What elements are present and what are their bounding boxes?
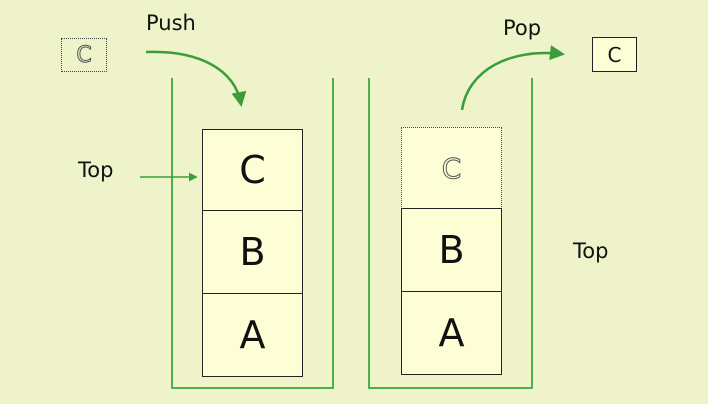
push-stack-container [171,78,334,389]
cell-letter: B [438,228,465,272]
push-arrow [145,50,247,107]
incoming-item-letter: C [76,42,92,68]
cell-letter: C [239,148,266,192]
pop-stack-container [368,78,533,389]
push-stack-cell: A [202,293,303,377]
cell-letter: A [239,313,266,357]
top-label-left: Top [78,158,114,182]
pop-arrow [460,45,565,111]
push-label: Push [146,11,196,35]
push-stack-cell: B [202,210,303,294]
push-stack-cell: C [202,129,303,211]
cell-letter: A [438,311,465,355]
pop-stack-cell: A [401,291,502,375]
incoming-item-box: C [61,38,107,72]
cell-letter: B [239,230,266,274]
pop-stack-ghost-cell: C [401,127,502,209]
pop-stack-cell: B [401,208,502,292]
ghost-cell-letter: C [441,151,462,185]
removed-item-box: C [592,37,637,72]
pop-label: Pop [503,16,542,40]
top-label-right: Top [573,239,609,263]
removed-item-letter: C [607,42,622,67]
